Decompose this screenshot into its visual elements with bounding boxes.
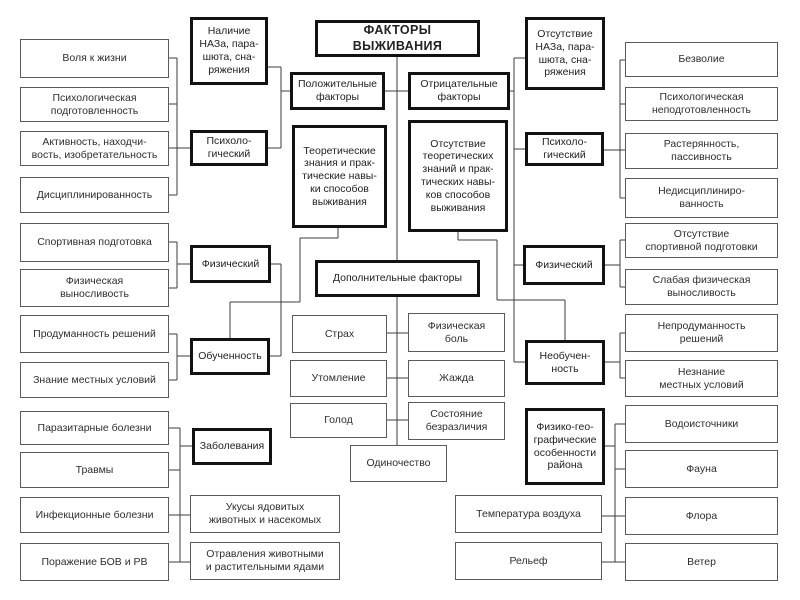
node-air-temperature: Температура воздуха: [455, 495, 602, 533]
node-poisoning: Отравления животными и растительными яда…: [190, 542, 340, 580]
node-psychological-right: Психоло- гический: [525, 132, 604, 166]
node-flora: Флора: [625, 497, 778, 535]
node-thirst: Жажда: [408, 360, 505, 397]
node-title: ФАКТОРЫ ВЫЖИВАНИЯ: [315, 20, 480, 57]
node-weak-endurance: Слабая физическая выносливость: [625, 269, 778, 305]
node-apathy: Состояние безразличия: [408, 402, 505, 440]
node-hunger: Голод: [290, 403, 387, 438]
node-weak-will: Безволие: [625, 42, 778, 77]
node-untrained: Необучен- ность: [525, 340, 605, 385]
node-water-sources: Водоисточники: [625, 405, 778, 443]
node-positive-factors: Положительные факторы: [290, 72, 385, 110]
node-physical-left: Физический: [190, 245, 271, 283]
node-wind: Ветер: [625, 543, 778, 581]
node-no-sport-training: Отсутствие спортивной подготовки: [625, 223, 778, 258]
node-loneliness: Одиночество: [350, 445, 447, 482]
node-diseases: Заболевания: [192, 428, 272, 465]
node-no-knowledge-skills: Отсутствие теоретических знаний и прак- …: [408, 120, 508, 232]
node-psych-unpreparedness: Психологическая неподготовленность: [625, 87, 778, 121]
node-naz-available: Наличие НАЗа, пара- шюта, сна- ряжения: [190, 17, 268, 85]
node-psych-preparedness: Психологическая подготовленность: [20, 87, 169, 122]
node-will-to-live: Воля к жизни: [20, 39, 169, 78]
node-parasitic-diseases: Паразитарные болезни: [20, 411, 169, 445]
node-confusion-passivity: Растерянность, пассивность: [625, 133, 778, 169]
node-physical-right: Физический: [523, 245, 605, 285]
node-thought-out-decisions: Продуманность решений: [20, 315, 169, 353]
node-local-knowledge: Знание местных условий: [20, 362, 169, 398]
node-fear: Страх: [292, 315, 387, 353]
node-infectious-diseases: Инфекционные болезни: [20, 497, 169, 533]
node-negative-factors: Отрицательные факторы: [408, 72, 510, 110]
node-activity-resourcefulness: Активность, находчи- вость, изобретатель…: [20, 131, 169, 166]
node-psychological-left: Психоло- гический: [190, 130, 268, 166]
node-physical-pain: Физическая боль: [408, 313, 505, 352]
node-trained: Обученность: [190, 338, 270, 375]
node-rash-decisions: Непродуманность решений: [625, 314, 778, 352]
node-indiscipline: Недисциплиниро- ванность: [625, 178, 778, 218]
node-knowledge-skills: Теоретические знания и прак- тические на…: [292, 125, 387, 228]
node-sport-training: Спортивная подготовка: [20, 223, 169, 262]
node-additional-factors: Дополнительные факторы: [315, 260, 480, 297]
node-relief: Рельеф: [455, 542, 602, 580]
node-naz-absent: Отсутствие НАЗа, пара- шюта, сна- ряжени…: [525, 17, 605, 90]
node-discipline: Дисциплинированность: [20, 177, 169, 213]
node-physical-endurance: Физическая выносливость: [20, 269, 169, 307]
node-fatigue: Утомление: [290, 360, 387, 397]
node-injuries: Травмы: [20, 452, 169, 488]
node-no-local-knowledge: Незнание местных условий: [625, 360, 778, 397]
node-bov-rv-damage: Поражение БОВ и РВ: [20, 543, 169, 581]
node-fauna: Фауна: [625, 450, 778, 488]
node-geo-features: Физико-гео- графические особенности райо…: [525, 408, 605, 485]
node-venomous-bites: Укусы ядовитых животных и насекомых: [190, 495, 340, 533]
